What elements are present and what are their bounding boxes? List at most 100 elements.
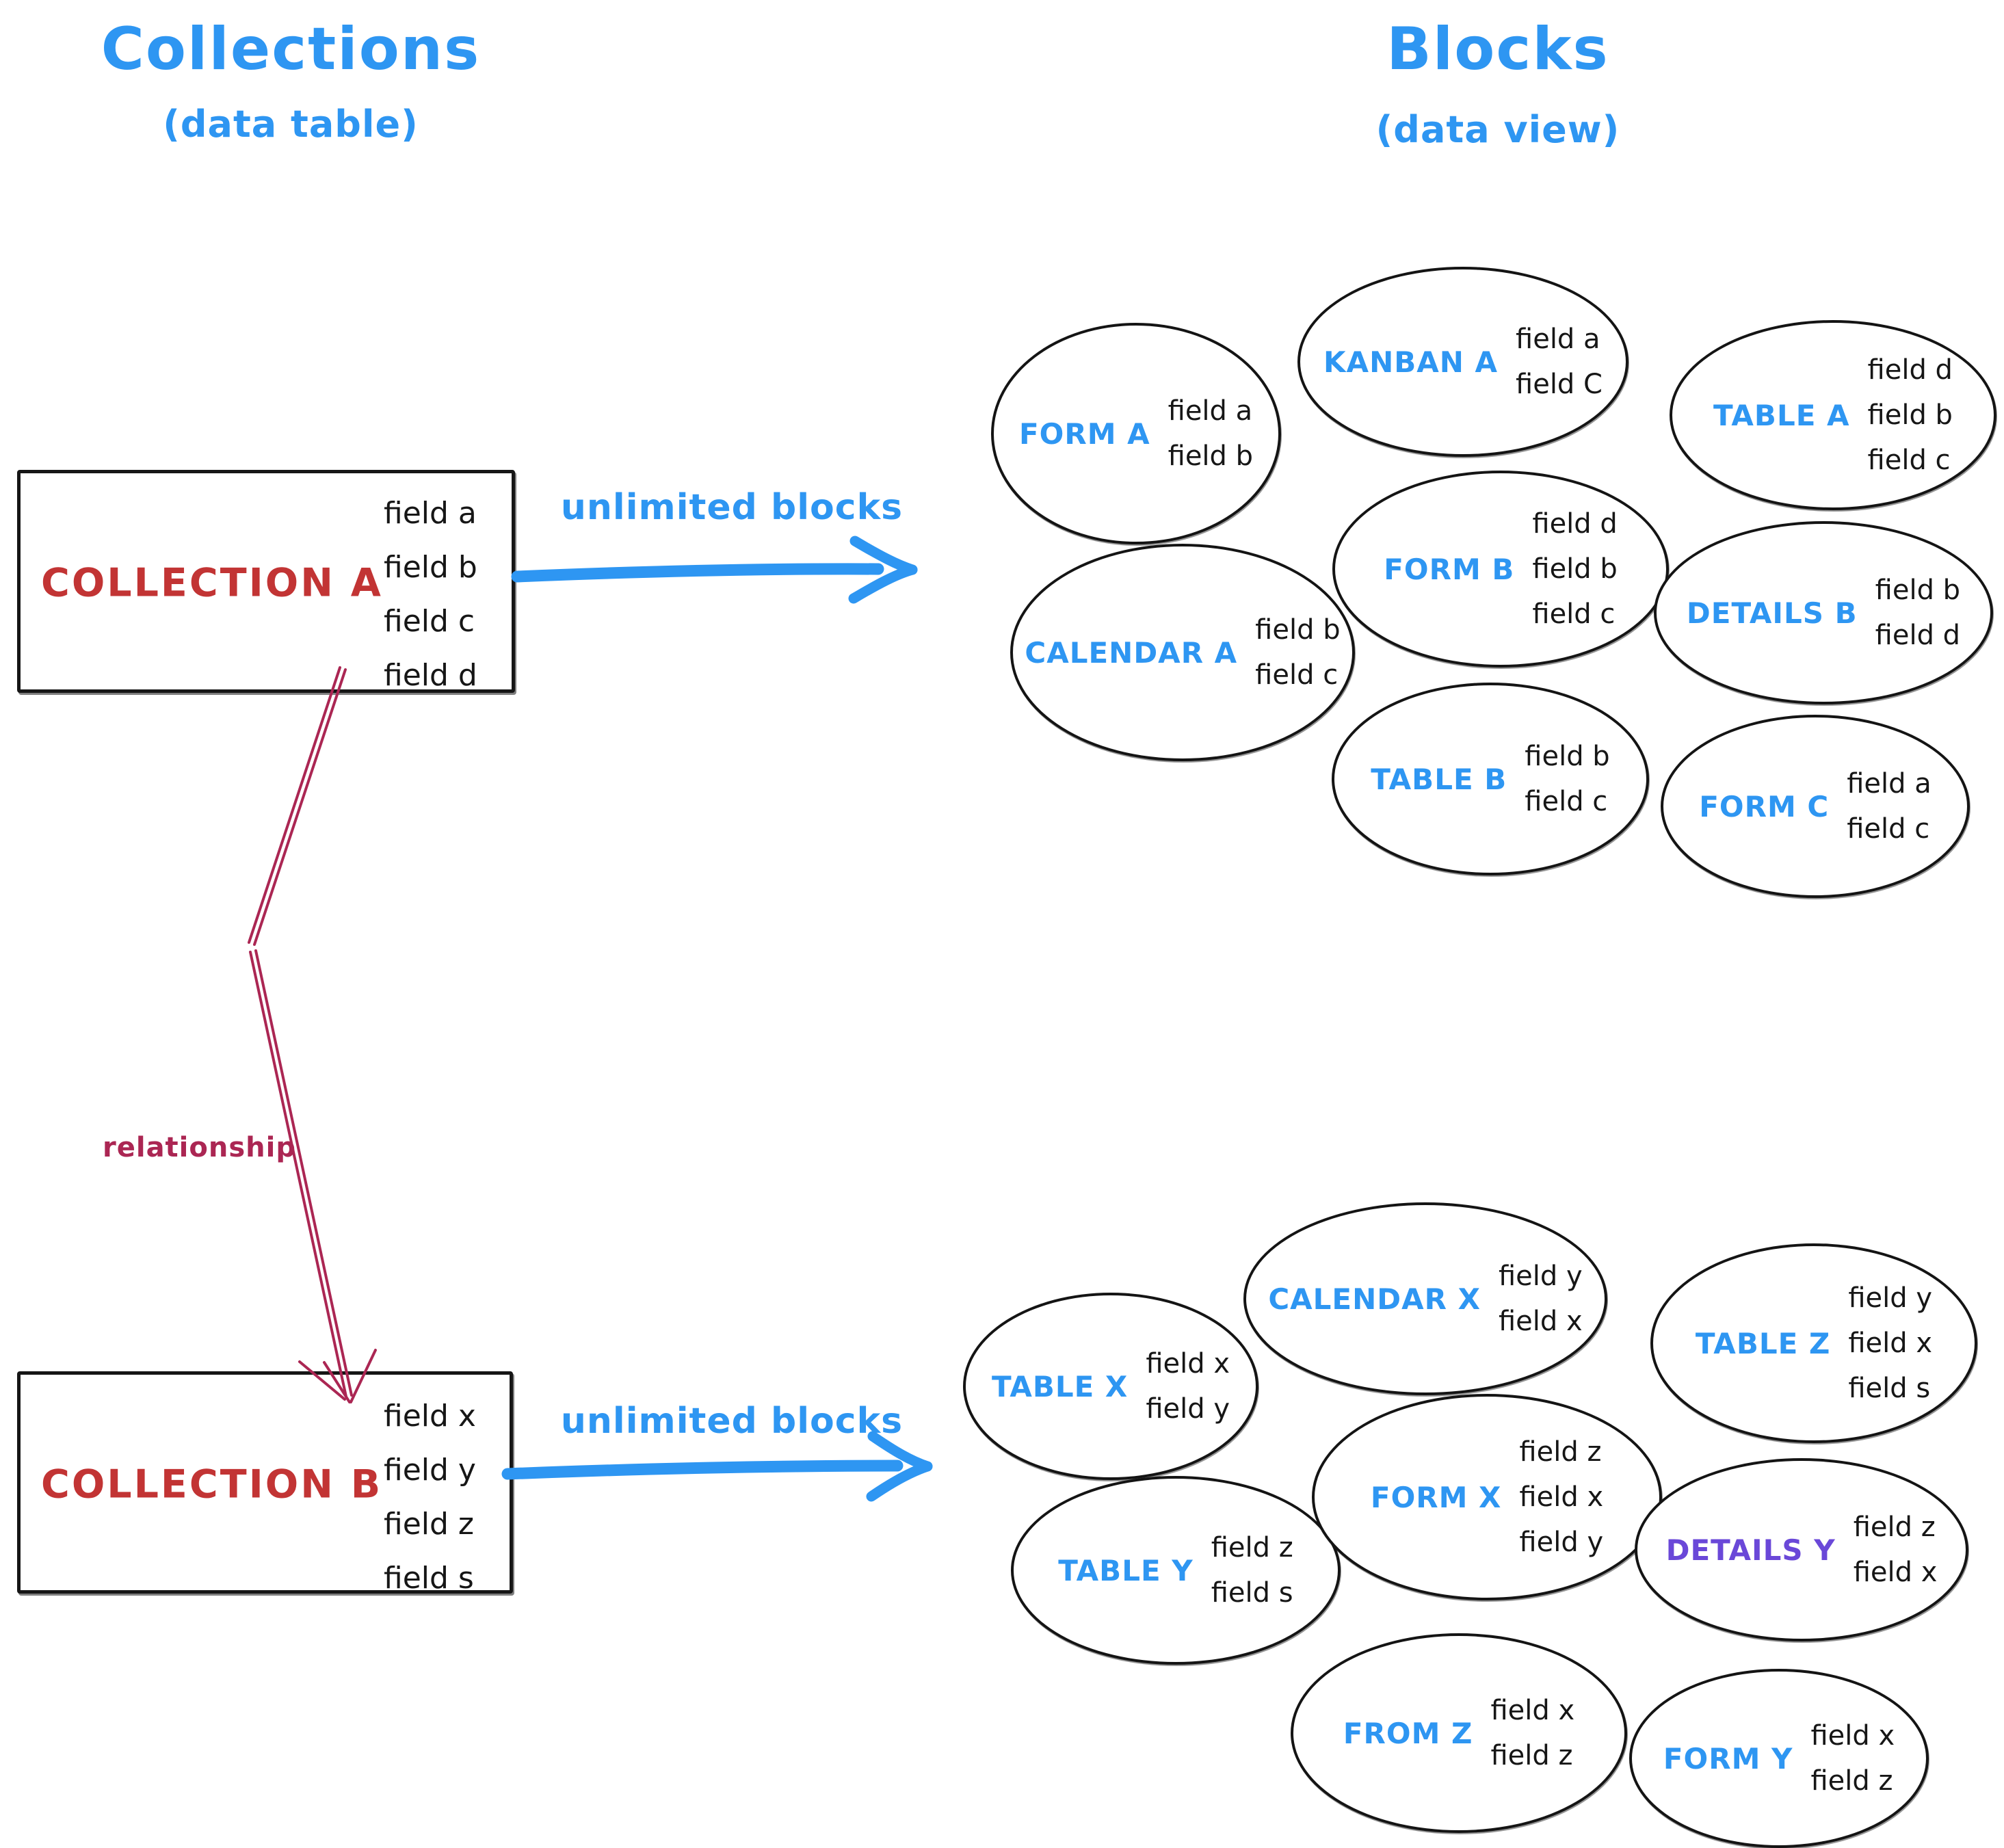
block-fields: field b field c <box>1525 741 1609 817</box>
block-field: field c <box>1847 813 1930 845</box>
block-field: field x <box>1853 1557 1938 1588</box>
block-label: DETAILS B <box>1686 596 1858 630</box>
collections-title: Collections <box>101 15 481 83</box>
block-form-y: FORM Y field x field z <box>1629 1669 1929 1848</box>
block-fields: field a field c <box>1847 768 1932 845</box>
collection-field: field x <box>384 1399 476 1434</box>
block-fields: field y field x <box>1499 1260 1583 1337</box>
collection-field: field s <box>384 1561 474 1596</box>
block-field: field y <box>1498 1260 1583 1292</box>
block-fields: field x field z <box>1810 1720 1895 1797</box>
unlimited-blocks-arrow-bottom <box>501 1431 933 1502</box>
block-fields: field y field x field s <box>1848 1282 1932 1404</box>
block-fields: field x field y <box>1146 1348 1230 1425</box>
block-label: FORM B <box>1384 552 1515 586</box>
blocks-subtitle: (data view) <box>1375 108 1620 151</box>
block-field: field s <box>1211 1577 1293 1609</box>
block-field: field C <box>1516 369 1603 400</box>
block-fields: field z field x field y <box>1519 1436 1603 1558</box>
block-field: field s <box>1848 1373 1931 1404</box>
block-field: field z <box>1810 1765 1893 1797</box>
block-label: TABLE A <box>1713 398 1850 432</box>
block-field: field x <box>1848 1328 1933 1359</box>
block-fields: field a field C <box>1516 324 1603 400</box>
block-label: CALENDAR A <box>1025 635 1238 670</box>
block-field: field b <box>1875 575 1961 606</box>
collection-field: field a <box>384 496 477 531</box>
collection-field: field y <box>384 1453 476 1488</box>
collection-b-box: COLLECTION B field x field y field z fie… <box>17 1371 513 1596</box>
block-table-x: TABLE X field x field y <box>963 1293 1258 1480</box>
block-fields: field z field s <box>1211 1532 1293 1609</box>
unlimited-blocks-arrow-top <box>511 536 918 604</box>
collection-field: field d <box>384 658 477 693</box>
block-calendar-x: CALENDAR X field y field x <box>1243 1202 1607 1395</box>
block-label: KANBAN A <box>1323 345 1499 379</box>
block-field: field z <box>1490 1740 1573 1771</box>
block-label: TABLE X <box>991 1369 1129 1403</box>
block-fields: field d field b field c <box>1532 508 1617 630</box>
collection-a-name: COLLECTION A <box>41 560 383 606</box>
collection-a-box: COLLECTION A field a field b field c fie… <box>17 470 515 693</box>
block-field: field a <box>1847 768 1932 800</box>
block-field: field x <box>1490 1695 1575 1726</box>
block-form-x: FORM X field z field x field y <box>1312 1394 1662 1600</box>
block-table-b: TABLE B field b field c <box>1332 683 1649 875</box>
block-calendar-a: CALENDAR A field b field c <box>1010 544 1355 761</box>
block-field: field b <box>1168 440 1254 472</box>
collection-b-name: COLLECTION B <box>41 1462 383 1507</box>
block-field: field z <box>1519 1436 1602 1468</box>
unlimited-blocks-label-bottom: unlimited blocks <box>560 1401 904 1442</box>
collection-field: field c <box>384 604 475 639</box>
block-label: FROM Z <box>1343 1716 1473 1750</box>
block-fields: field a field b <box>1168 395 1253 472</box>
block-field: field y <box>1848 1282 1933 1314</box>
block-field: field c <box>1255 659 1339 691</box>
block-fields: field z field x <box>1854 1512 1938 1588</box>
block-field: field y <box>1146 1393 1230 1425</box>
collection-field: field b <box>384 550 477 585</box>
unlimited-blocks-label-top: unlimited blocks <box>560 487 904 528</box>
block-field: field x <box>1498 1306 1583 1337</box>
block-form-a: FORM A field a field b <box>991 323 1281 544</box>
collection-b-fields: field x field y field z field s <box>384 1399 476 1596</box>
block-details-y: DETAILS Y field z field x <box>1635 1458 1968 1641</box>
collection-a-fields: field a field b field c field d <box>384 496 477 693</box>
block-details-b: DETAILS B field b field d <box>1654 521 1993 704</box>
block-field: field d <box>1532 508 1618 540</box>
block-field: field d <box>1875 620 1961 651</box>
block-label: TABLE B <box>1371 762 1507 796</box>
block-field: field a <box>1516 324 1600 355</box>
collections-subtitle: (data table) <box>163 103 419 146</box>
block-field: field b <box>1867 399 1953 431</box>
block-form-c: FORM C field a field c <box>1661 715 1970 898</box>
block-label: FORM A <box>1018 417 1150 451</box>
block-label: FORM X <box>1370 1480 1502 1514</box>
block-field: field b <box>1525 741 1610 772</box>
block-field: field z <box>1211 1532 1293 1563</box>
block-table-a: TABLE A field d field b field c <box>1670 320 1996 510</box>
block-label: CALENDAR X <box>1268 1282 1481 1316</box>
block-field: field d <box>1867 354 1953 386</box>
block-fields: field d field b field c <box>1868 354 1953 476</box>
block-fields: field x field z <box>1490 1695 1574 1771</box>
collection-field: field z <box>384 1507 475 1542</box>
block-table-z: TABLE Z field y field x field s <box>1650 1243 1977 1443</box>
block-field: field x <box>1519 1481 1604 1513</box>
block-fields: field b field d <box>1875 575 1960 651</box>
block-from-z: FROM Z field x field z <box>1291 1633 1627 1833</box>
block-field: field a <box>1168 395 1253 427</box>
block-label: FORM C <box>1699 789 1830 823</box>
block-label: TABLE Y <box>1058 1553 1194 1587</box>
relationship-label: relationship <box>103 1132 296 1163</box>
block-field: field x <box>1146 1348 1230 1380</box>
relationship-connector <box>248 666 377 1403</box>
block-field: field z <box>1853 1512 1936 1543</box>
block-table-y: TABLE Y field z field s <box>1011 1476 1341 1665</box>
block-kanban-a: KANBAN A field a field C <box>1297 267 1629 457</box>
block-field: field x <box>1810 1720 1895 1752</box>
block-label: DETAILS Y <box>1665 1533 1836 1567</box>
block-field: field c <box>1525 786 1608 817</box>
block-fields: field b field c <box>1255 614 1340 691</box>
blocks-title: Blocks <box>1386 15 1609 83</box>
